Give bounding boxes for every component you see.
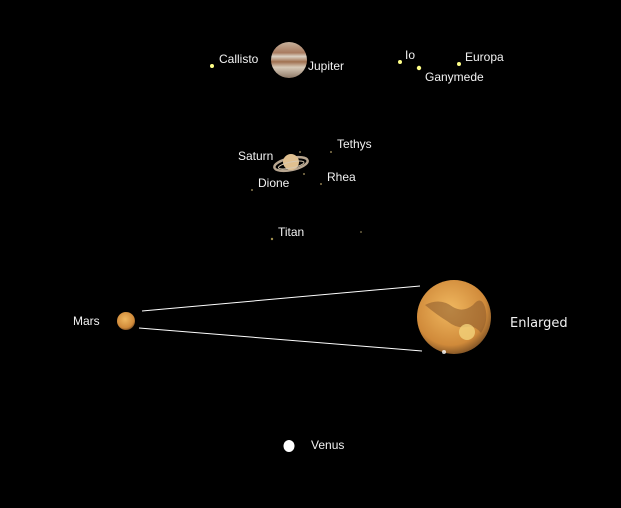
europa-label: Europa [465, 50, 504, 64]
moon-dot [360, 231, 362, 233]
titan-label: Titan [278, 225, 304, 239]
moon-dot [299, 151, 301, 153]
enlarged-label: Enlarged [510, 316, 568, 331]
rhea-label: Rhea [327, 170, 356, 184]
ganymede-label: Ganymede [425, 70, 484, 84]
callisto-label: Callisto [219, 52, 259, 66]
io-label: Io [405, 48, 415, 62]
mars-label: Mars [73, 314, 100, 328]
zoom-line-bottom [138, 327, 423, 352]
io-dot[interactable] [398, 60, 402, 64]
mars-enlarged [417, 280, 491, 354]
callisto-dot[interactable] [210, 64, 214, 68]
europa-dot[interactable] [457, 62, 461, 66]
venus-planet[interactable] [283, 440, 295, 452]
saturn-group: Saturn Tethys Rhea Dione Titan [238, 137, 372, 241]
ganymede-dot[interactable] [416, 65, 422, 71]
mars-planet[interactable] [117, 312, 135, 330]
venus-group: Venus [283, 438, 344, 452]
rhea-dot[interactable] [320, 183, 322, 185]
venus-label: Venus [311, 438, 344, 452]
tethys-label: Tethys [337, 137, 372, 151]
saturn-label: Saturn [238, 149, 273, 163]
titan-dot[interactable] [270, 237, 274, 241]
moon-dot [303, 173, 305, 175]
zoom-line-top [141, 285, 421, 312]
mars-group: Mars Enlarged [73, 280, 568, 354]
saturn-planet[interactable] [273, 154, 309, 173]
dione-dot[interactable] [251, 189, 253, 191]
tethys-dot[interactable] [330, 151, 332, 153]
jupiter-planet[interactable] [271, 42, 307, 78]
jupiter-group: Jupiter Callisto Io Ganymede Europa [210, 42, 504, 84]
jupiter-label: Jupiter [308, 59, 344, 73]
dione-label: Dione [258, 176, 290, 190]
